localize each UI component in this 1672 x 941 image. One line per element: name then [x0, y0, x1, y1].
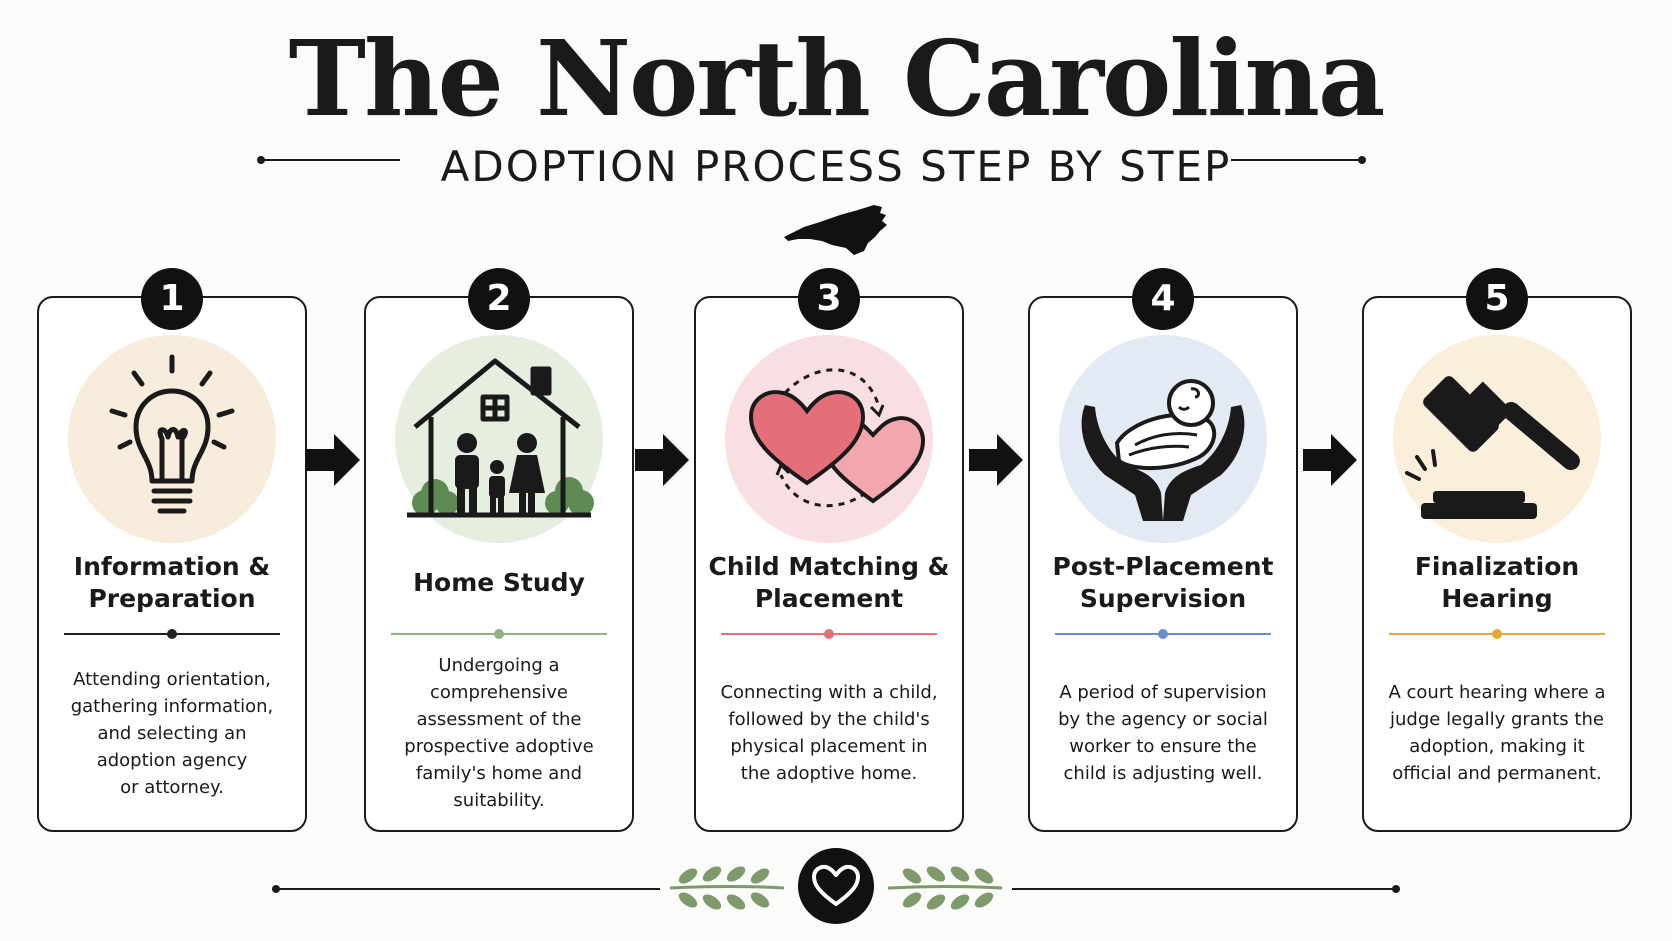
rule-left	[262, 159, 400, 161]
step-card-1: 1 Information &Preparation Attending ori…	[37, 268, 307, 832]
arrow-right-icon	[635, 434, 689, 486]
rule-end-dot	[1358, 156, 1366, 164]
step-description: Attending orientation,gathering informat…	[70, 668, 274, 798]
step-number-badge: 5	[1466, 268, 1528, 330]
icon-backdrop	[1393, 335, 1601, 543]
step-number-badge: 1	[141, 268, 203, 330]
step-number-badge: 3	[798, 268, 860, 330]
icon-backdrop	[395, 335, 603, 543]
step-title: Information &Preparation	[73, 552, 271, 613]
icon-backdrop	[68, 335, 276, 543]
divider-dot	[824, 629, 834, 639]
laurel-icon	[669, 866, 785, 910]
lightbulb-icon	[109, 354, 235, 514]
footer-rule-right	[1012, 888, 1396, 890]
page-subtitle: ADOPTION PROCESS STEP BY STEP	[440, 142, 1232, 191]
laurel-icon	[887, 866, 1003, 910]
footer-rule-left	[276, 888, 660, 890]
step-card-2: 2	[364, 268, 634, 832]
north-carolina-map-icon	[784, 205, 887, 255]
rule-end-dot	[1392, 885, 1400, 893]
arrow-right-icon	[969, 434, 1023, 486]
step-card-3: 3 Child Matching &Placement Connecting w…	[694, 268, 964, 832]
step-title: Child Matching &Placement	[708, 552, 950, 613]
baby-in-hands-icon	[1081, 379, 1245, 521]
two-hearts-icon	[748, 368, 926, 508]
arrow-right-icon	[306, 434, 360, 486]
icon-backdrop	[725, 335, 933, 543]
subtitle-row: ADOPTION PROCESS STEP BY STEP	[0, 140, 1672, 200]
gavel-icon	[1405, 376, 1580, 519]
step-description: Connecting with a child,followed by the …	[720, 682, 938, 784]
rule-right	[1231, 159, 1361, 161]
house-family-icon	[407, 358, 594, 518]
divider-dot	[494, 629, 504, 639]
icon-backdrop	[1059, 335, 1267, 543]
divider-dot	[1492, 629, 1502, 639]
arrow-right-icon	[1303, 434, 1357, 486]
rule-end-dot	[257, 156, 265, 164]
step-number-badge: 2	[468, 268, 530, 330]
page-title: The North Carolina	[288, 17, 1386, 140]
divider-dot	[1158, 629, 1168, 639]
divider-dot	[167, 629, 177, 639]
footer-ornament	[0, 848, 1672, 928]
heart-icon	[798, 848, 874, 924]
step-title: Home Study	[413, 568, 585, 597]
step-number-badge: 4	[1132, 268, 1194, 330]
